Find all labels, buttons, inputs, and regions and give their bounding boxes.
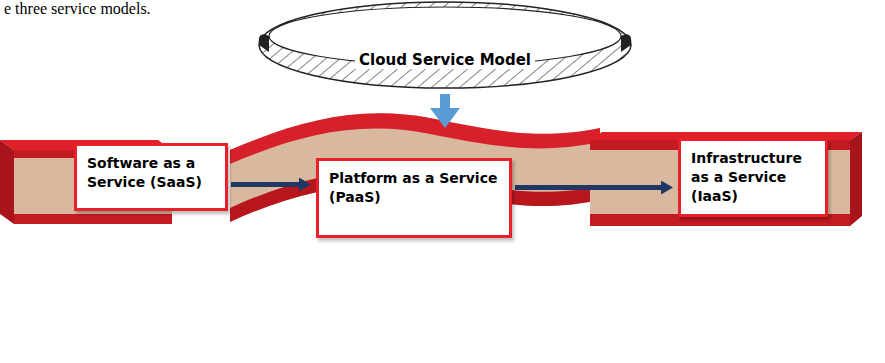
service-box: Platform as a Service (PaaS) xyxy=(316,158,512,238)
flow-arrow xyxy=(231,182,299,187)
node-text: Platform as a Service (PaaS) xyxy=(329,169,499,207)
node-text: Infrastructure as a Service (IaaS) xyxy=(691,149,815,206)
node-text: Software as a Service (SaaS) xyxy=(87,154,215,192)
node-title: Cloud Service Model xyxy=(355,51,535,69)
ribbon-right xyxy=(590,132,862,226)
service-box: Software as a Service (SaaS) xyxy=(74,143,228,211)
ring-outline xyxy=(255,0,635,92)
service-box: Infrastructure as a Service (IaaS) xyxy=(678,138,828,217)
down-arrow xyxy=(440,94,450,108)
ring-node: Cloud Service Model xyxy=(255,0,635,92)
ring-edge xyxy=(621,34,631,52)
caption-fragment: e three service models. xyxy=(4,0,151,18)
ring-edge xyxy=(259,34,269,52)
ring-band xyxy=(259,2,631,88)
flow-arrow xyxy=(515,185,661,190)
